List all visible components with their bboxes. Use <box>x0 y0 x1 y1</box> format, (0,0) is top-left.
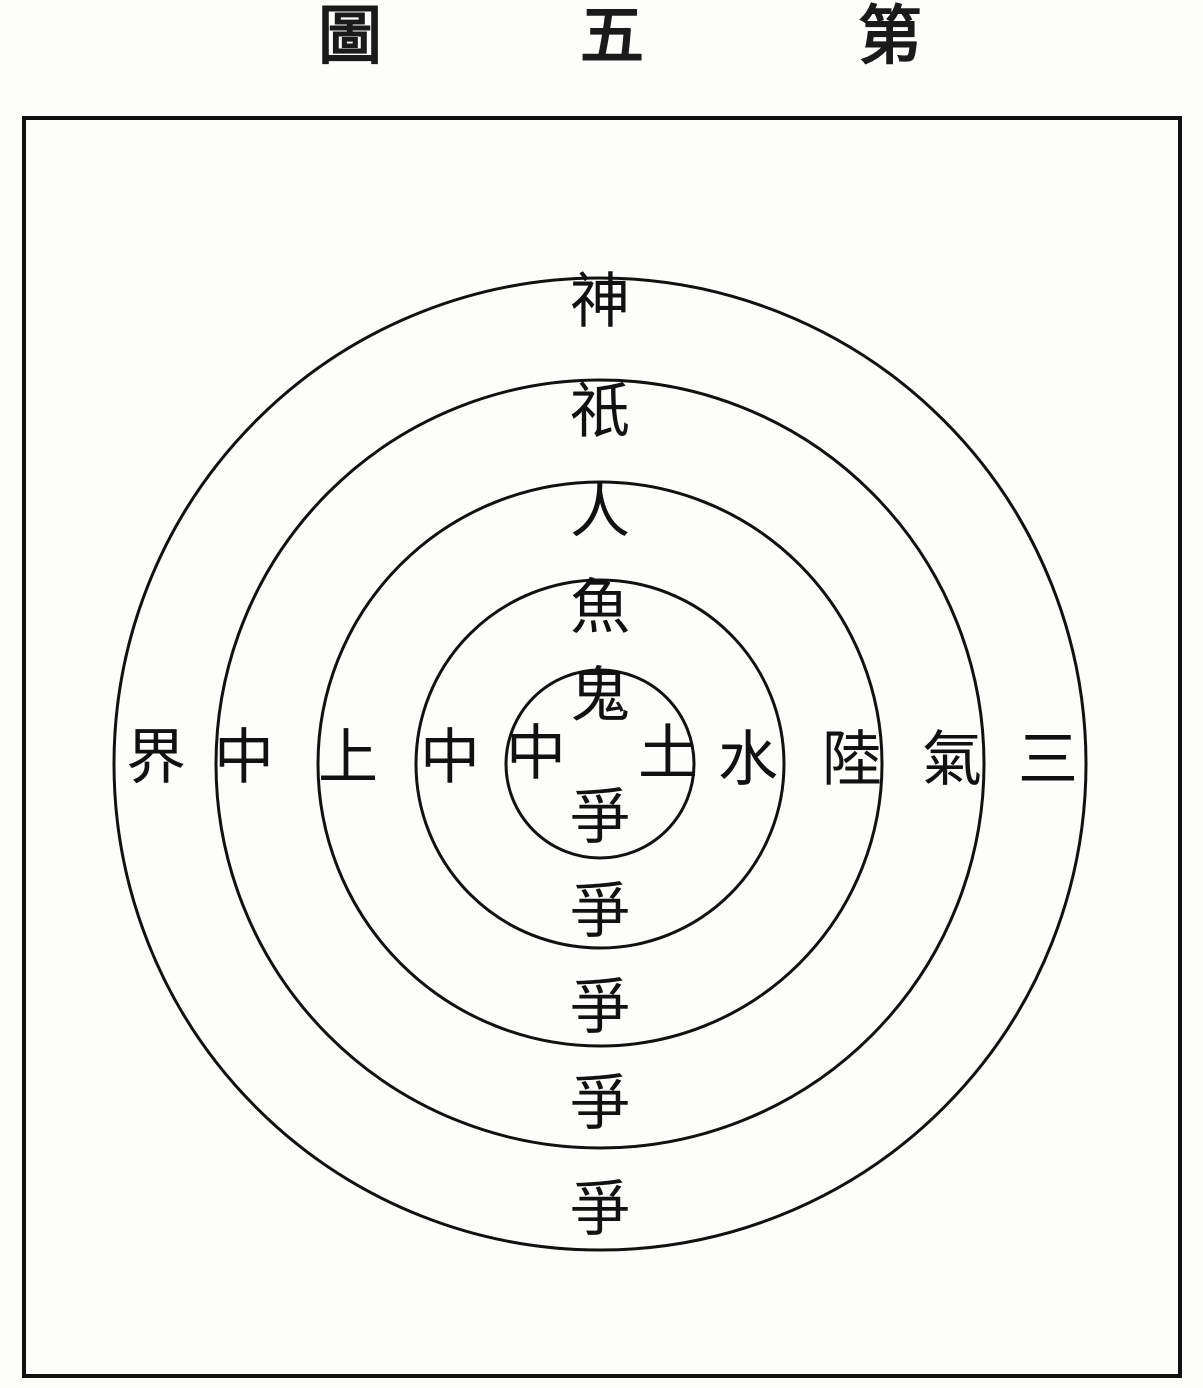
label-left-0: 界 <box>126 723 186 793</box>
label-right-4: 三 <box>1018 725 1078 795</box>
label-right-2: 陸 <box>822 725 882 795</box>
ring-3 <box>316 480 884 1048</box>
label-right-1: 水 <box>718 725 778 795</box>
label-right-3: 氣 <box>922 725 982 795</box>
label-v-5: 爭 <box>570 783 630 853</box>
ring-4 <box>414 578 786 950</box>
label-v-7: 爭 <box>570 973 630 1043</box>
label-left-2: 上 <box>318 723 378 793</box>
label-left-4: 中 <box>506 719 566 789</box>
title-char-3: 圖 <box>318 0 382 74</box>
concentric-rings-diagram: 神 祇 人 魚 鬼 爭 爭 爭 爭 爭 界 中 上 中 中 土 水 陸 氣 三 <box>112 267 1088 1252</box>
ring-outer <box>112 276 1088 1252</box>
label-v-8: 爭 <box>570 1069 630 1139</box>
label-v-3: 魚 <box>570 573 630 643</box>
label-right-0: 土 <box>638 719 698 789</box>
title-char-2: 五 <box>580 0 644 74</box>
label-v-0: 神 <box>570 267 630 337</box>
label-v-9: 爭 <box>570 1175 630 1245</box>
label-v-6: 爭 <box>570 877 630 947</box>
label-left-3: 中 <box>420 723 480 793</box>
title-char-1: 第 <box>858 0 922 74</box>
label-v-2: 人 <box>570 477 630 547</box>
label-v-4: 鬼 <box>570 661 630 731</box>
label-v-1: 祇 <box>570 377 630 447</box>
ring-2 <box>214 378 986 1150</box>
ring-inner <box>504 668 696 860</box>
label-left-1: 中 <box>214 723 274 793</box>
diagram-frame: 神 祇 人 魚 鬼 爭 爭 爭 爭 爭 界 中 上 中 中 土 水 陸 氣 三 <box>22 116 1182 1378</box>
